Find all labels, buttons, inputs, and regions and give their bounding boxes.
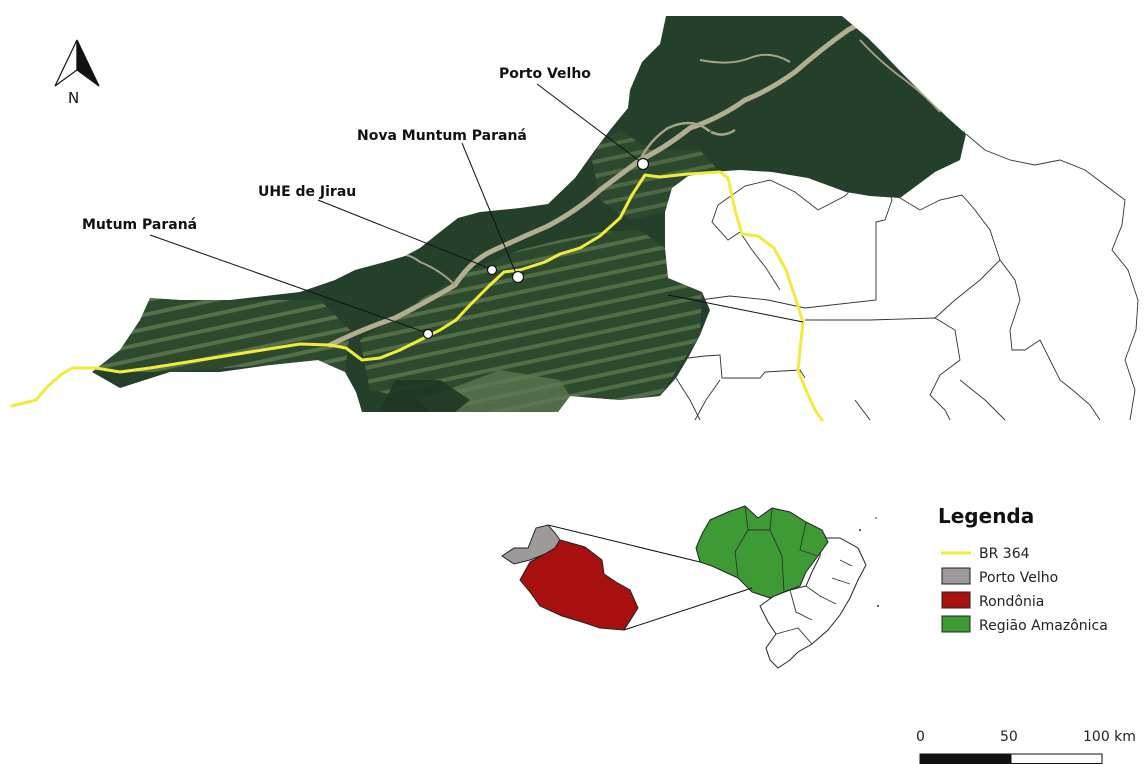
legend-label-amazonia: Região Amazônica [979, 618, 1108, 634]
label-uhe-jirau: UHE de Jirau [258, 184, 356, 200]
marker-uhe-jirau [486, 264, 498, 276]
island-2 [877, 605, 879, 607]
scale-segment-black [919, 753, 1012, 764]
deforestation-central [360, 230, 702, 412]
legend-title: Legenda [938, 504, 1034, 528]
leader-mutum-parana [149, 234, 428, 334]
tributary-4 [859, 39, 941, 113]
marker-porto-velho [636, 157, 650, 171]
north-arrow: N [54, 39, 100, 107]
brazil-outline [759, 537, 867, 669]
inset-brazil [695, 505, 879, 669]
rondonia-state [519, 539, 639, 631]
madeira-river [327, 16, 873, 348]
scale-segment-white [1010, 753, 1103, 764]
br364-road [10, 170, 824, 422]
leader-nova-muntum [461, 142, 518, 277]
tributary-1 [638, 121, 736, 161]
tributary-2 [699, 53, 791, 64]
leader-porto-velho [536, 83, 643, 164]
scale-label-100: 100 km [1083, 729, 1136, 745]
legend-swatch-amazonia [941, 615, 971, 633]
scale-label-0: 0 [916, 729, 925, 745]
inset-connectors [547, 524, 753, 631]
locality-markers [422, 157, 650, 340]
marker-nova-muntum [511, 270, 525, 284]
forest-patch-south [380, 380, 470, 412]
state-borders [664, 117, 1139, 421]
amazonia-region [695, 505, 829, 599]
leader-uhe-jirau [317, 199, 492, 270]
island-3 [875, 517, 877, 519]
north-arrow-icon [54, 39, 78, 87]
brazil-internal-borders [734, 505, 853, 645]
marker-mutum-parana [422, 328, 434, 340]
legend: Legenda BR 364 Porto Velho Rondônia Regi… [938, 504, 1108, 634]
legend-label-porto-velho: Porto Velho [979, 570, 1058, 586]
label-mutum-parana: Mutum Paraná [82, 217, 197, 233]
leader-detail [667, 294, 804, 323]
label-porto-velho: Porto Velho [499, 66, 591, 82]
legend-label-rondonia: Rondônia [979, 594, 1044, 610]
scale-bar: 0 50 100 km [916, 729, 1136, 764]
legend-swatch-porto-velho [941, 567, 971, 585]
legend-label-br364: BR 364 [979, 546, 1030, 562]
inset-rondonia [501, 524, 639, 631]
porto-velho-region [501, 524, 561, 565]
north-letter: N [68, 89, 79, 107]
scale-label-50: 50 [1000, 729, 1018, 745]
leader-lines [149, 83, 804, 334]
deforestation-west [92, 298, 350, 372]
island-1 [859, 529, 861, 531]
legend-swatch-rondonia [941, 591, 971, 609]
label-nova-muntum: Nova Muntum Paraná [357, 128, 527, 144]
